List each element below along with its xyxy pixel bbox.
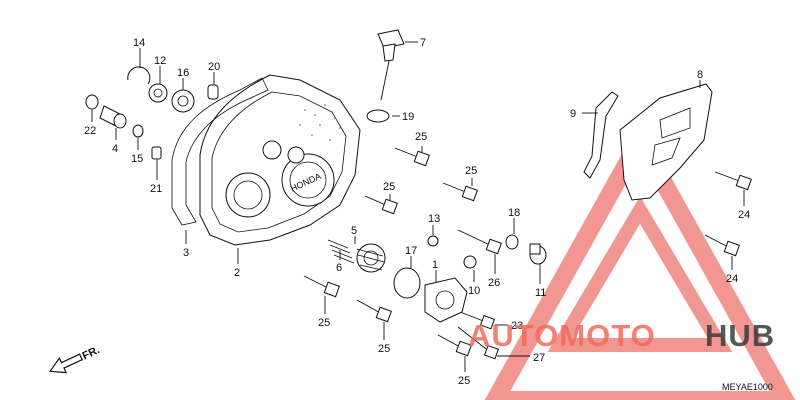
label-24-a: 24 — [738, 209, 750, 221]
dowel-21 — [151, 146, 162, 160]
seal-22 — [85, 94, 99, 110]
bolt-10 — [463, 255, 477, 269]
label-13: 13 — [428, 213, 440, 225]
bolt-24-a — [714, 171, 752, 191]
washer-12 — [148, 83, 168, 103]
part-labels: 14 12 16 20 7 8 9 22 4 15 21 19 3 2 25 2… — [84, 37, 750, 387]
oil-filler-cap — [377, 29, 405, 101]
label-24-b: 24 — [726, 273, 738, 285]
label-9: 9 — [570, 108, 576, 120]
label-20: 20 — [208, 61, 220, 73]
label-25-d: 25 — [318, 317, 330, 329]
label-18: 18 — [508, 207, 520, 219]
front-direction-arrow: FR. — [48, 344, 102, 374]
circlip-14 — [127, 66, 151, 85]
spring-6 — [327, 239, 355, 264]
diagram-code: MEYAE1000 — [722, 382, 773, 392]
watermark-logo — [484, 121, 796, 400]
label-27: 27 — [533, 352, 545, 364]
label-25-e: 25 — [378, 343, 390, 355]
label-5: 5 — [351, 225, 357, 237]
o-ring-19 — [366, 109, 390, 123]
label-3: 3 — [183, 247, 189, 259]
bolt-25-f — [437, 334, 472, 357]
watermark-part2: HUB — [705, 318, 775, 353]
label-8: 8 — [697, 69, 703, 81]
cover-gasket — [171, 77, 269, 226]
bracket-9 — [583, 91, 619, 179]
label-22: 22 — [84, 125, 96, 137]
bolt-27 — [457, 326, 499, 360]
o-ring-15 — [132, 124, 144, 138]
bolt-25-d — [303, 275, 340, 298]
guard-8 — [619, 83, 713, 201]
watermark-text: AUTOMOTO HUB — [468, 318, 775, 353]
label-11: 11 — [535, 287, 546, 299]
label-21: 21 — [150, 183, 162, 195]
oil-filter-5 — [356, 243, 386, 273]
dowel-20 — [207, 84, 219, 100]
direction-label: FR. — [81, 344, 102, 362]
label-1: 1 — [432, 259, 438, 271]
label-16: 16 — [177, 67, 189, 79]
label-25-b: 25 — [465, 165, 477, 177]
crankcase-cover: HONDA — [199, 74, 361, 246]
bolt-23 — [459, 311, 495, 330]
bolt-25-a — [394, 147, 430, 167]
label-25-a: 25 — [415, 131, 427, 143]
bearing-16 — [171, 89, 195, 113]
bolt-25-e — [356, 299, 392, 323]
label-17: 17 — [405, 245, 417, 257]
label-4: 4 — [112, 143, 118, 155]
filter-cover-1 — [424, 277, 468, 323]
label-15: 15 — [131, 153, 143, 165]
bolt-26 — [457, 229, 502, 255]
label-23: 23 — [511, 320, 523, 332]
bolt-25-b — [442, 182, 478, 202]
watermark-part1: AUTOMOTO — [468, 318, 656, 353]
washer-18 — [505, 234, 519, 250]
label-14: 14 — [133, 37, 145, 49]
label-19: 19 — [402, 111, 414, 123]
shaft-4 — [99, 105, 127, 129]
label-7: 7 — [420, 37, 426, 49]
label-10: 10 — [468, 285, 480, 297]
bolt-25-c — [364, 195, 398, 215]
leader-lines — [91, 41, 745, 372]
label-2: 2 — [234, 267, 240, 279]
label-25-c: 25 — [383, 181, 395, 193]
label-12: 12 — [154, 55, 166, 67]
bolt-24-b — [704, 234, 740, 257]
o-ring-17 — [393, 267, 421, 299]
drain-plug-11 — [529, 243, 547, 265]
label-25-f: 25 — [458, 375, 470, 387]
label-26: 26 — [488, 277, 500, 289]
label-6: 6 — [336, 262, 342, 274]
washer-13 — [427, 235, 439, 247]
